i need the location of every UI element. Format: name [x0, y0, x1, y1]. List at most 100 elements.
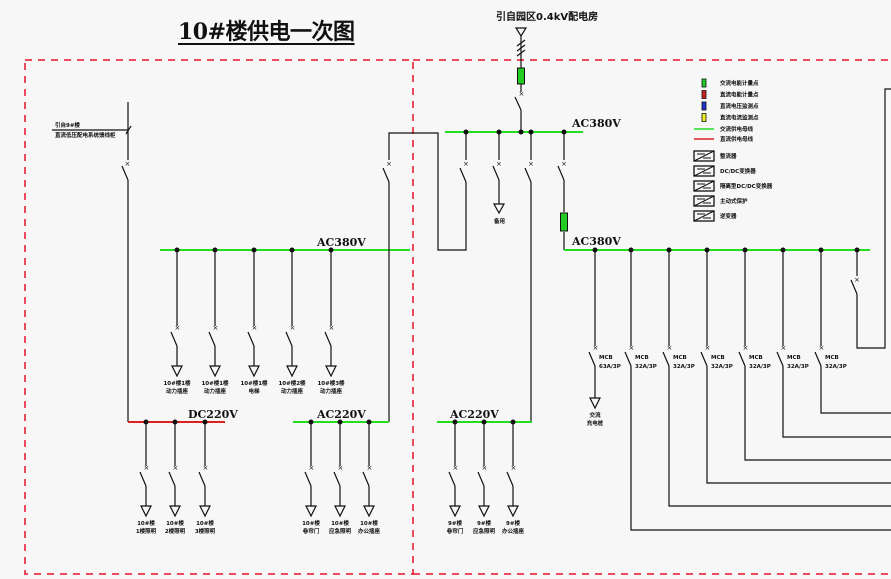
breaker-switch-icon[interactable] — [588, 351, 596, 367]
breaker-switch-icon[interactable] — [304, 471, 312, 487]
load-label-line1: 10#楼 — [331, 519, 349, 527]
legend-item: 整流器 — [693, 150, 737, 162]
breaker-rating: 32A/3P — [749, 364, 771, 370]
breaker-rating: 32A/3P — [711, 364, 733, 370]
breaker-switch-icon[interactable] — [624, 351, 632, 367]
load-label-line2: 电梯 — [248, 387, 260, 395]
legend-label: 直流电压监测点 — [720, 102, 759, 110]
breaker-trip-icon: × — [819, 344, 825, 352]
legend-label: 隔离型DC/DC变换器 — [720, 182, 773, 190]
main-breaker[interactable]: × — [514, 84, 524, 132]
breaker-type: MCB — [787, 355, 801, 361]
breaker-switch-icon[interactable] — [285, 331, 293, 347]
breaker-type: MCB — [825, 355, 839, 361]
breaker-switch-icon[interactable] — [247, 331, 255, 347]
dcdc-converter-icon — [693, 165, 715, 177]
breaker-switch-icon[interactable] — [208, 331, 216, 347]
breaker-switch-icon[interactable] — [700, 351, 708, 367]
breaker-switch-icon[interactable] — [506, 471, 514, 487]
tie-link — [382, 132, 467, 422]
main-ac-meter-icon — [517, 67, 525, 85]
breaker-trip-icon: × — [252, 324, 258, 332]
left-incoming-line2: 直流低压配电系统馈线柜 — [55, 131, 116, 139]
load-label-line1: 10#楼1楼 — [163, 379, 191, 387]
mid-ac220-label: AC220V — [449, 408, 499, 421]
breaker-rating: 32A/3P — [787, 364, 809, 370]
left-ac380-label: AC380V — [316, 236, 366, 249]
load-arrow-icon — [589, 397, 601, 410]
load-label-line1: 10#楼 — [166, 519, 184, 527]
legend-item: 交流供电母线 — [694, 125, 754, 133]
isolated-dcdc-converter-icon — [693, 180, 715, 192]
main-ac380-label: AC380V — [571, 117, 621, 130]
breaker-rating: 32A/3P — [635, 364, 657, 370]
breaker-trip-icon: × — [367, 464, 373, 472]
dc-voltage-monitor-icon — [701, 101, 707, 111]
breaker-type: MCB — [635, 355, 649, 361]
breaker-switch-icon[interactable] — [448, 471, 456, 487]
legend-label: 直流电流监测点 — [720, 114, 759, 122]
breaker-switch-icon[interactable] — [738, 351, 746, 367]
legend-item: 隔离型DC/DC变换器 — [693, 180, 773, 192]
load-arrow-icon — [449, 505, 461, 518]
load-arrow-icon — [209, 365, 221, 378]
load-label-line2: 动力插座 — [281, 387, 304, 395]
breaker-switch-icon[interactable] — [198, 471, 206, 487]
load-label-line2: 应急照明 — [473, 527, 496, 535]
breaker-switch-icon[interactable] — [168, 471, 176, 487]
breaker-switch-icon[interactable] — [662, 351, 670, 367]
breaker-trip-icon: × — [482, 464, 488, 472]
breaker-trip-icon: × — [175, 324, 181, 332]
svg-text:×: × — [386, 160, 392, 168]
mid-ac220-feed — [524, 132, 532, 422]
load-label-line2: 卷帘门 — [302, 527, 320, 535]
load-label-line1: 9#楼 — [506, 519, 520, 527]
inverter-icon — [693, 210, 715, 222]
breaker-trip-icon: × — [593, 344, 599, 352]
breaker-trip-icon: × — [629, 344, 635, 352]
breaker-switch-icon[interactable] — [477, 471, 485, 487]
load-label-line1: 9#楼 — [448, 519, 462, 527]
breaker-switch-icon[interactable] — [170, 331, 178, 347]
load-arrow-icon — [363, 505, 375, 518]
load-label-line2: 充电桩 — [587, 419, 604, 427]
source-arrow-icon — [514, 27, 528, 68]
load-label-line2: 卷帘门 — [446, 527, 464, 535]
breaker-switch-icon[interactable] — [324, 331, 332, 347]
breaker-switch-icon[interactable] — [814, 351, 822, 367]
breaker-switch-icon[interactable] — [362, 471, 370, 487]
breaker-type: MCB — [749, 355, 763, 361]
load-label-line1: 10#楼 — [137, 519, 155, 527]
breaker-switch-icon[interactable] — [139, 471, 147, 487]
spare-feeder[interactable] — [492, 132, 506, 215]
breaker-trip-icon: × — [203, 464, 209, 472]
breaker-switch-icon[interactable] — [333, 471, 341, 487]
legend-item: 主动式保护 — [693, 195, 748, 207]
svg-text:×: × — [561, 160, 567, 168]
left-incoming-feeder — [52, 102, 132, 422]
breaker-switch-icon[interactable] — [776, 351, 784, 367]
